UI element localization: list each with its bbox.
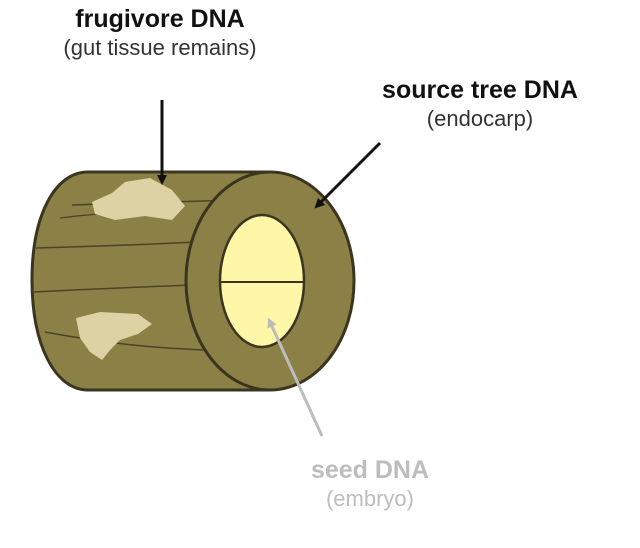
seed-arrow [267, 317, 324, 437]
seed-subtitle: (embryo) [325, 486, 414, 511]
endocarp-cylinder [30, 170, 356, 392]
source-tree-arrow [314, 141, 382, 209]
gut-tissue-patch [76, 312, 152, 360]
frugivore-title: frugivore DNA [75, 5, 245, 33]
seed-label: seed DNA (embryo) [230, 455, 510, 513]
gut-tissue-patch [92, 178, 185, 220]
source-tree-label: source tree DNA (endocarp) [340, 75, 620, 133]
source-tree-subtitle: (endocarp) [426, 106, 534, 131]
source-tree-title: source tree DNA [382, 76, 578, 104]
frugivore-subtitle: (gut tissue remains) [63, 35, 257, 60]
frugivore-label: frugivore DNA (gut tissue remains) [20, 4, 300, 62]
seed-title: seed DNA [310, 456, 430, 484]
